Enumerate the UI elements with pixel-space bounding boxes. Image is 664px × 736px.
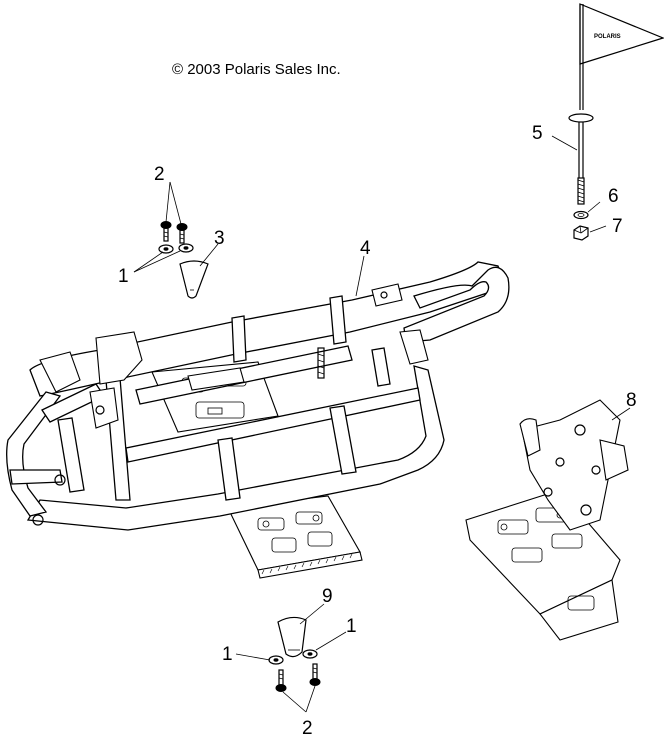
bolt-part-2-top-right (176, 223, 188, 244)
flag-pennant (579, 3, 664, 65)
bolt-part-2-top-left (160, 221, 172, 242)
callout-4: 4 (360, 238, 371, 259)
callout-9: 9 (322, 586, 333, 607)
copyright-text: © 2003 Polaris Sales Inc. (172, 61, 341, 78)
callout-1-bottom-left: 1 (222, 644, 233, 665)
callout-2-top: 2 (154, 164, 165, 185)
callout-5: 5 (532, 123, 543, 144)
cone-cap-part-3 (179, 260, 209, 299)
callout-8: 8 (626, 390, 637, 411)
callout-7: 7 (612, 216, 623, 237)
washer-part-1-top (158, 243, 194, 254)
bolt-part-2-bottom-right (309, 663, 321, 686)
callout-6: 6 (608, 186, 619, 207)
flag-brand-text: POLARIS (594, 34, 621, 40)
bolt-part-2-bottom-left (275, 669, 287, 692)
nut-part-7 (573, 225, 589, 241)
leader-lines (133, 135, 631, 713)
callout-2-bottom: 2 (302, 718, 313, 736)
frame-part-4 (6, 261, 510, 579)
bracket-assembly-part-8 (465, 399, 629, 641)
callout-1-top: 1 (118, 266, 129, 287)
cone-cap-part-9 (277, 616, 307, 658)
washer-part-6 (573, 210, 589, 220)
callout-1-bottom-right: 1 (346, 616, 357, 637)
callout-3: 3 (214, 228, 225, 249)
flag-pole-part: POLARIS (568, 3, 664, 205)
washer-part-1-bottom (268, 649, 318, 665)
